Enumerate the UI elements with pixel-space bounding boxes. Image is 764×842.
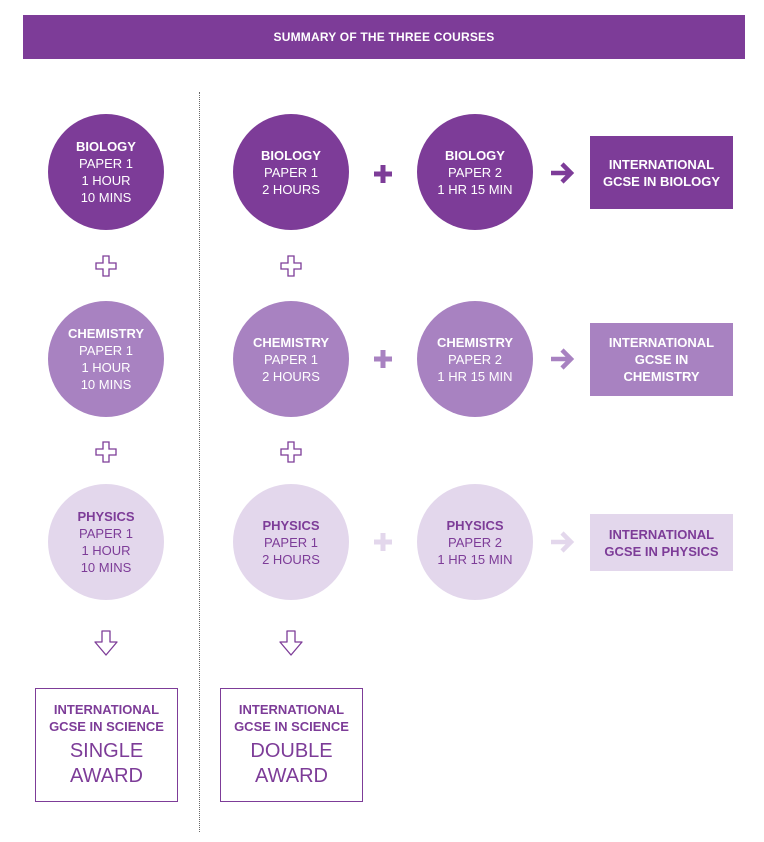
circle-duration: 1 HOUR [81,173,131,188]
circle-title: CHEMISTRY [436,334,514,350]
circle-duration-minutes: 10 MINS [80,560,132,575]
circle-title: BIOLOGY [76,139,136,154]
circle-paper: PAPER 2 [448,164,502,180]
result-label: INTERNATIONAL GCSE IN CHEMISTRY [608,335,715,384]
award-heading: INTERNATIONAL GCSE IN SCIENCE [234,702,349,734]
double-award-box: INTERNATIONAL GCSE IN SCIENCE DOUBLE AWA… [220,688,363,802]
arrow-right-icon [551,531,575,553]
column-divider [199,92,200,832]
circle-title: BIOLOGY [261,147,321,163]
result-label: INTERNATIONAL GCSE IN PHYSICS [604,526,719,559]
circle-paper: PAPER 1 [79,156,133,171]
page-title: SUMMARY OF THE THREE COURSES [273,30,495,44]
award-name-line1: DOUBLE [250,740,333,762]
single-award-box: INTERNATIONAL GCSE IN SCIENCE SINGLE AWA… [35,688,178,802]
award-name-line1: SINGLE [69,740,144,762]
circle-duration: 2 HOURS [262,551,320,567]
plus-outline-icon [95,255,117,277]
plus-icon [374,533,392,551]
circle-duration: 1 HR 15 MIN [437,181,513,197]
circle-title: PHYSICS [77,509,135,524]
arrow-down-icon [279,630,303,656]
circle-paper: PAPER 1 [264,164,318,180]
arrow-right-icon [551,162,575,184]
plus-outline-icon [95,441,117,463]
circle-title: BIOLOGY [445,147,505,163]
circle-paper: PAPER 2 [448,351,502,367]
circle-title: CHEMISTRY [67,326,145,341]
plus-icon [374,350,392,368]
circle-paper: PAPER 2 [448,534,502,550]
award-heading: INTERNATIONAL GCSE IN SCIENCE [49,702,164,734]
circle-title: PHYSICS [262,517,320,533]
arrow-down-icon [94,630,118,656]
award-name-line2: AWARD [255,765,328,787]
plus-icon [374,165,392,183]
circle-duration: 1 HOUR [81,360,131,375]
arrow-right-icon [551,348,575,370]
result-label: INTERNATIONAL GCSE IN BIOLOGY [602,156,720,189]
triple-biology-circle: BIOLOGY PAPER 2 1 HR 15 MIN [417,114,533,230]
plus-outline-icon [280,441,302,463]
single-chemistry-circle: CHEMISTRY PAPER 1 1 HOUR 10 MINS [48,301,164,417]
circle-paper: PAPER 1 [264,351,318,367]
double-physics-circle: PHYSICS PAPER 1 2 HOURS [233,484,349,600]
circle-duration: 1 HR 15 MIN [437,551,513,567]
double-biology-circle: BIOLOGY PAPER 1 2 HOURS [233,114,349,230]
circle-duration: 2 HOURS [262,181,320,197]
circle-paper: PAPER 1 [79,343,133,358]
page-title-banner: SUMMARY OF THE THREE COURSES [23,15,745,59]
single-physics-circle: PHYSICS PAPER 1 1 HOUR 10 MINS [48,484,164,600]
circle-duration: 1 HR 15 MIN [437,368,513,384]
award-name-line2: AWARD [70,765,143,787]
circle-duration: 2 HOURS [262,368,320,384]
double-chemistry-circle: CHEMISTRY PAPER 1 2 HOURS [233,301,349,417]
circle-title: PHYSICS [446,517,504,533]
single-biology-circle: BIOLOGY PAPER 1 1 HOUR 10 MINS [48,114,164,230]
circle-duration-minutes: 10 MINS [80,190,132,205]
gcse-biology-box: INTERNATIONAL GCSE IN BIOLOGY [590,136,733,209]
triple-chemistry-circle: CHEMISTRY PAPER 2 1 HR 15 MIN [417,301,533,417]
circle-paper: PAPER 1 [264,534,318,550]
circle-paper: PAPER 1 [79,526,133,541]
triple-physics-circle: PHYSICS PAPER 2 1 HR 15 MIN [417,484,533,600]
gcse-physics-box: INTERNATIONAL GCSE IN PHYSICS [590,514,733,571]
circle-title: CHEMISTRY [252,334,330,350]
circle-duration-minutes: 10 MINS [80,377,132,392]
plus-outline-icon [280,255,302,277]
gcse-chemistry-box: INTERNATIONAL GCSE IN CHEMISTRY [590,323,733,396]
circle-duration: 1 HOUR [81,543,131,558]
